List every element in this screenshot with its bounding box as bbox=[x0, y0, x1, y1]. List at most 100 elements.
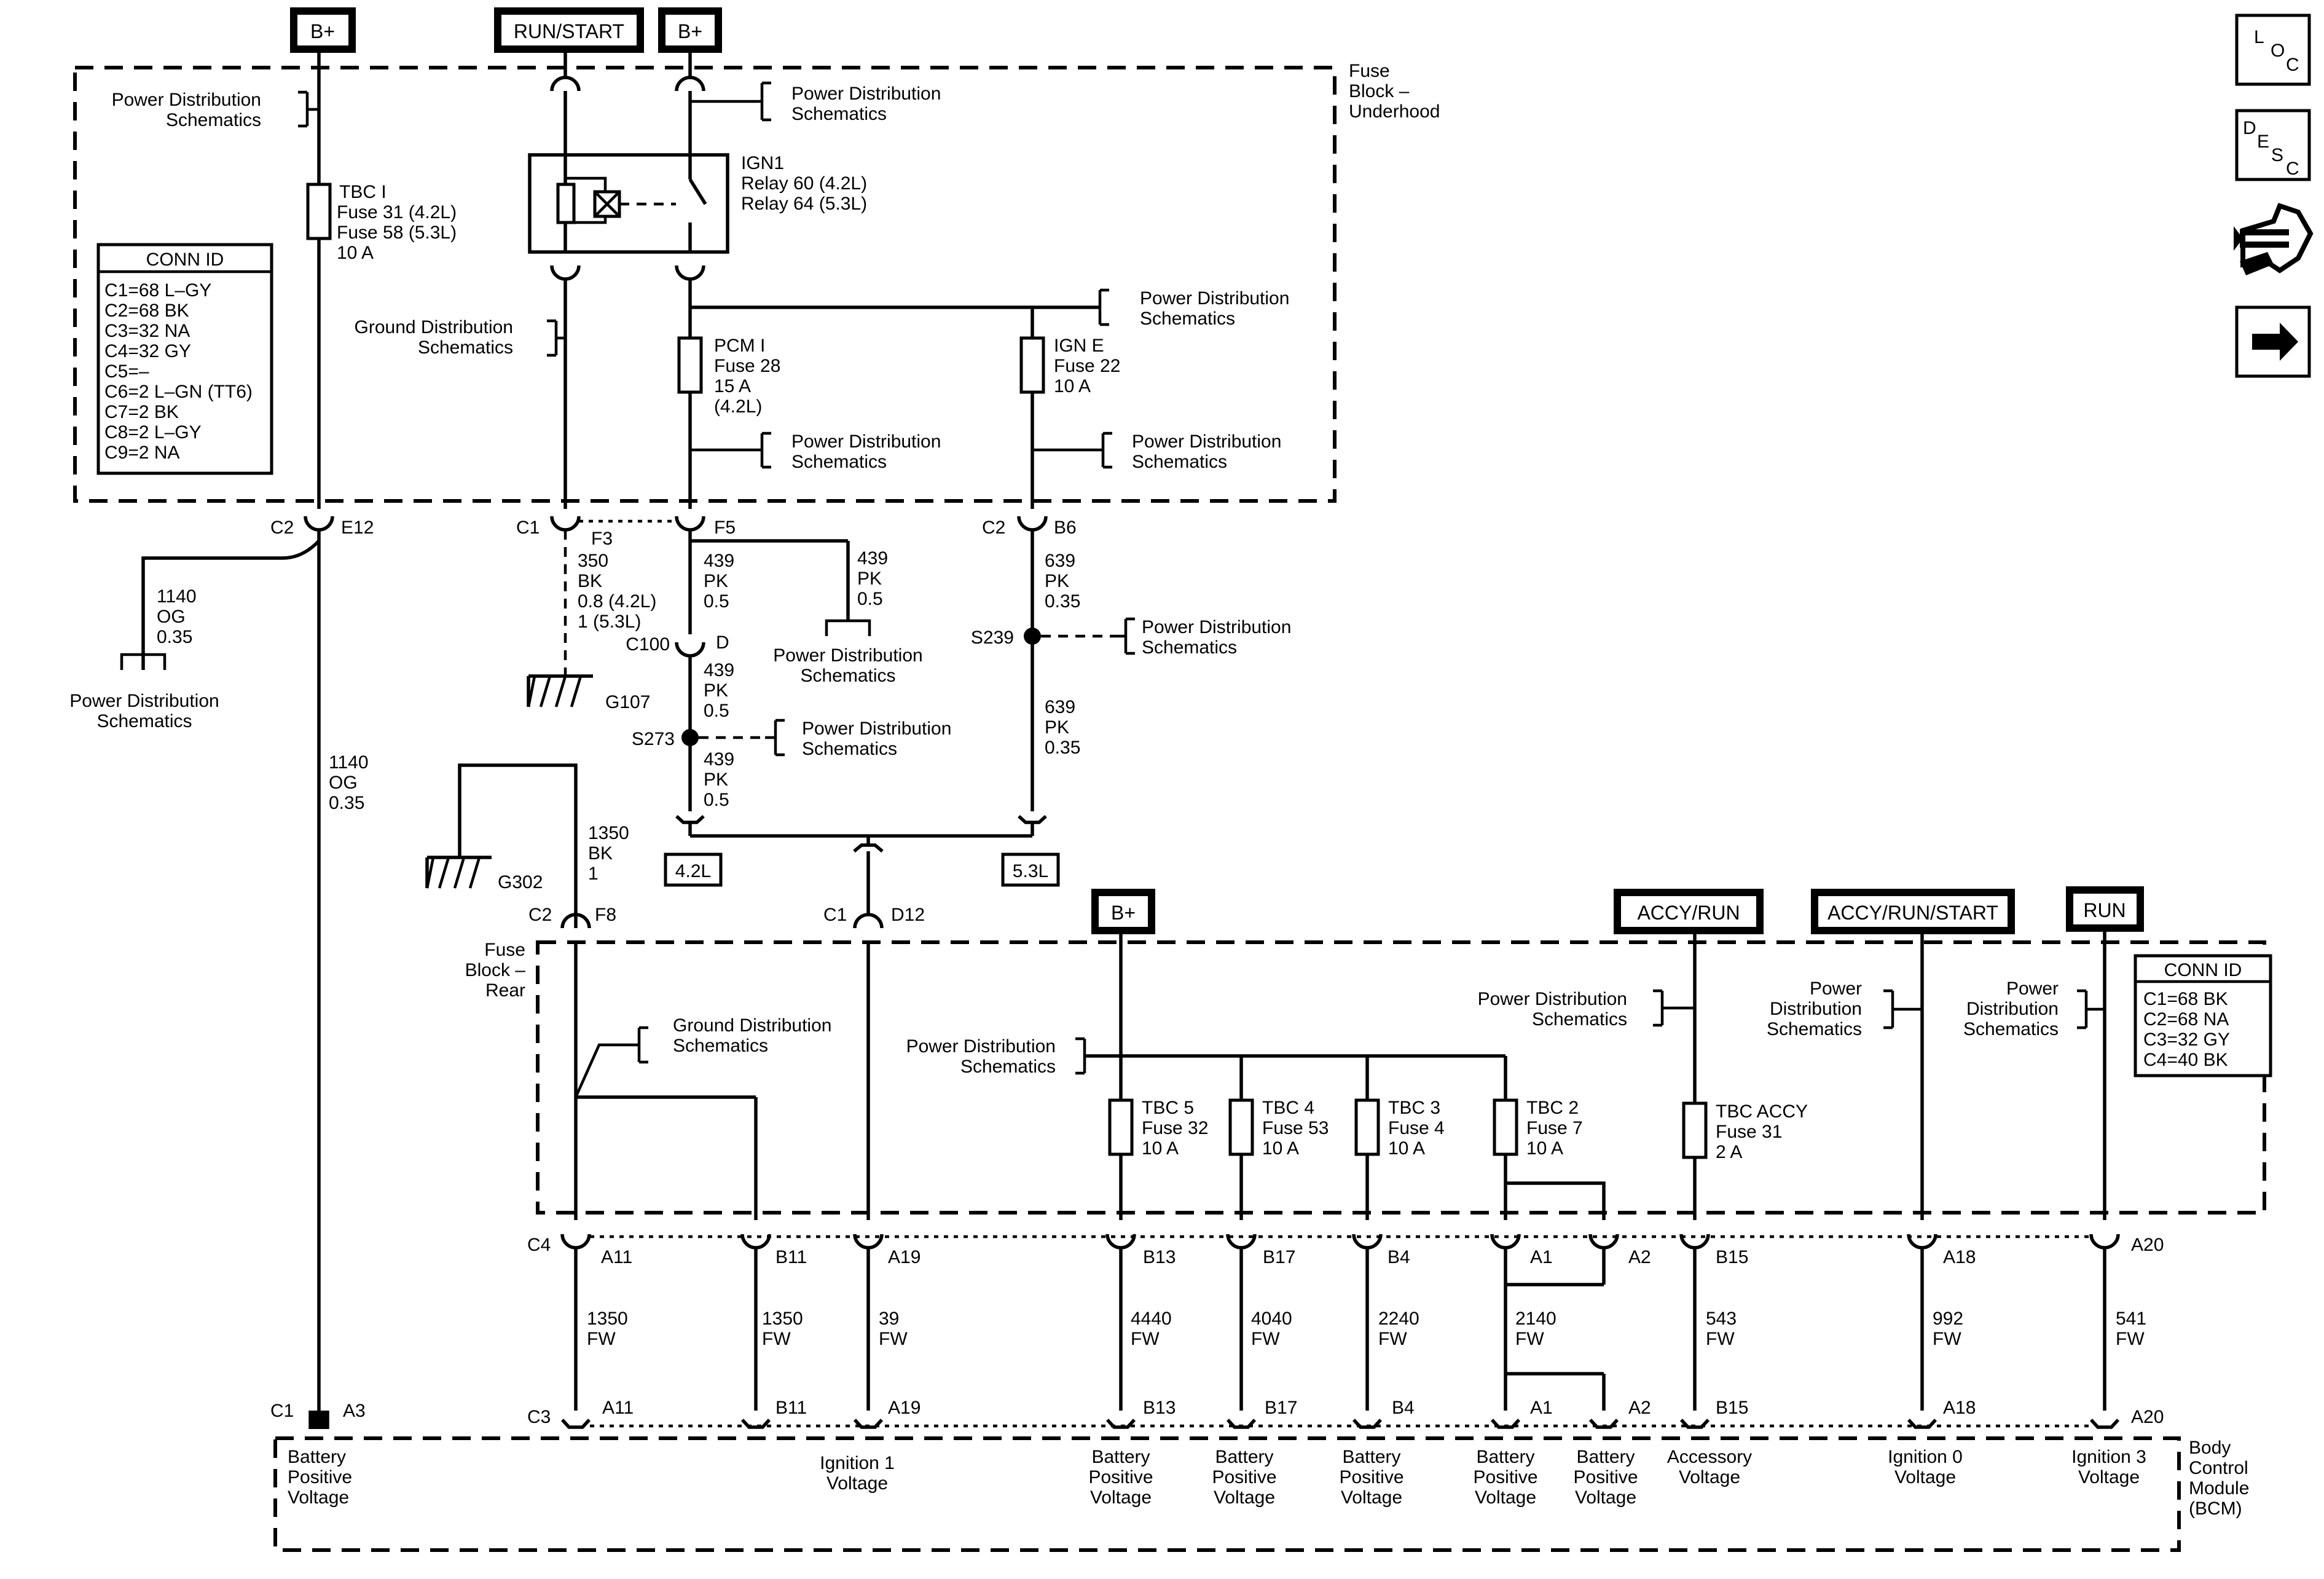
desc-button[interactable]: D E S C bbox=[2235, 109, 2311, 181]
svg-text:Accessory: Accessory bbox=[1667, 1447, 1752, 1467]
underhood-conn-id-table: CONN ID C1=68 L–GY C2=68 BK C3=32 NA C4=… bbox=[96, 243, 273, 475]
svg-text:Ignition 1: Ignition 1 bbox=[820, 1453, 895, 1473]
svg-text:CONN ID: CONN ID bbox=[2164, 960, 2242, 980]
svg-text:FW: FW bbox=[1515, 1329, 1544, 1349]
c3-connector-row bbox=[560, 1419, 2120, 1429]
ref-power-dist-439: Power Distribution Schematics bbox=[773, 645, 922, 686]
pin-a19-top: A19 bbox=[888, 1247, 921, 1267]
conn-c100-d: C100 D bbox=[626, 632, 729, 655]
svg-text:Schematics: Schematics bbox=[1132, 452, 1227, 472]
engine-4-2l-box: 4.2L bbox=[664, 853, 723, 887]
svg-text:Positive: Positive bbox=[1573, 1467, 1638, 1487]
svg-text:Fuse 31 (4.2L): Fuse 31 (4.2L) bbox=[337, 202, 457, 222]
bcm-pin-ign1: Ignition 1 Voltage bbox=[820, 1453, 895, 1494]
ref-power-dist-s273: Power Distribution Schematics bbox=[802, 719, 951, 759]
arrow-right-icon[interactable] bbox=[2235, 305, 2311, 378]
tbc3-label: TBC 3 Fuse 4 10 A bbox=[1388, 1098, 1445, 1159]
ref-power-dist-s239: Power Distribution Schematics bbox=[1142, 617, 1291, 658]
svg-text:Block –: Block – bbox=[1349, 81, 1410, 101]
svg-text:Ground Distribution: Ground Distribution bbox=[355, 317, 513, 337]
svg-text:0.35: 0.35 bbox=[1045, 738, 1080, 758]
svg-text:D: D bbox=[2243, 118, 2256, 138]
svg-text:PK: PK bbox=[704, 680, 728, 701]
tbc2-label: TBC 2 Fuse 7 10 A bbox=[1526, 1098, 1583, 1159]
svg-text:Power Distribution: Power Distribution bbox=[802, 719, 951, 739]
splice-s239: S239 bbox=[971, 628, 1014, 648]
pin-a11-bcm: A11 bbox=[602, 1398, 634, 1418]
svg-text:C100: C100 bbox=[626, 634, 670, 655]
svg-text:G302: G302 bbox=[498, 872, 543, 892]
ref-power-dist-ign3: Power Distribution Schematics bbox=[1963, 979, 2059, 1039]
svg-text:Fuse 7: Fuse 7 bbox=[1526, 1118, 1583, 1138]
svg-text:Schematics: Schematics bbox=[800, 666, 895, 686]
underhood-fuse-block-title: Fuse Block – Underhood bbox=[1349, 61, 1440, 122]
ref-power-dist-tbc: Power Distribution Schematics bbox=[906, 1036, 1056, 1077]
supply-run-start: RUN/START bbox=[494, 7, 644, 53]
bcm-pin-ign3: Ignition 3 Voltage bbox=[2071, 1447, 2146, 1487]
svg-text:Fuse 22: Fuse 22 bbox=[1054, 356, 1120, 376]
svg-text:Schematics: Schematics bbox=[802, 739, 897, 759]
svg-text:Distribution: Distribution bbox=[1966, 999, 2059, 1019]
svg-text:C2: C2 bbox=[270, 518, 294, 538]
svg-text:0.35: 0.35 bbox=[1045, 591, 1080, 612]
svg-text:C7=2 BK: C7=2 BK bbox=[104, 402, 179, 422]
svg-text:F8: F8 bbox=[595, 905, 616, 925]
svg-text:TBC 5: TBC 5 bbox=[1142, 1098, 1194, 1118]
svg-text:D: D bbox=[716, 632, 729, 653]
svg-text:F3: F3 bbox=[591, 529, 613, 549]
svg-text:0.35: 0.35 bbox=[329, 793, 364, 813]
svg-text:C1: C1 bbox=[516, 518, 540, 538]
supply-run: RUN bbox=[2066, 886, 2144, 932]
svg-text:O: O bbox=[2271, 41, 2285, 61]
pin-a20-top: A20 bbox=[2131, 1235, 2164, 1255]
svg-text:BK: BK bbox=[588, 843, 613, 864]
svg-text:FW: FW bbox=[879, 1329, 908, 1349]
svg-text:10 A: 10 A bbox=[1526, 1138, 1563, 1159]
pin-b4-top: B4 bbox=[1388, 1247, 1410, 1267]
svg-text:C1=68 L–GY: C1=68 L–GY bbox=[104, 280, 211, 301]
ign1-relay bbox=[528, 49, 771, 509]
pin-b15-top: B15 bbox=[1716, 1247, 1748, 1267]
svg-text:FW: FW bbox=[1378, 1329, 1407, 1349]
svg-text:C2: C2 bbox=[528, 905, 552, 925]
svg-text:Schematics: Schematics bbox=[96, 711, 192, 731]
svg-text:Voltage: Voltage bbox=[1679, 1467, 1740, 1487]
svg-text:4040: 4040 bbox=[1251, 1309, 1292, 1329]
svg-text:C1=68 BK: C1=68 BK bbox=[2143, 989, 2228, 1009]
svg-text:1350: 1350 bbox=[762, 1309, 803, 1329]
ref-power-dist-1: Power Distribution Schematics bbox=[112, 90, 261, 130]
svg-text:Fuse 53: Fuse 53 bbox=[1262, 1118, 1329, 1138]
bcm-pin-ign0: Ignition 0 Voltage bbox=[1888, 1447, 1963, 1487]
svg-text:FW: FW bbox=[1706, 1329, 1735, 1349]
svg-text:OG: OG bbox=[157, 607, 186, 627]
svg-text:ACCY/RUN: ACCY/RUN bbox=[1637, 902, 1740, 924]
ref-ground-dist-1: Ground Distribution Schematics bbox=[355, 317, 513, 358]
svg-text:1 (5.3L): 1 (5.3L) bbox=[578, 612, 641, 632]
ref-ground-dist-2: Ground Distribution Schematics bbox=[673, 1015, 831, 1056]
svg-text:C1: C1 bbox=[823, 905, 847, 925]
svg-text:1: 1 bbox=[588, 864, 599, 884]
svg-text:Positive: Positive bbox=[1088, 1467, 1153, 1487]
svg-text:Fuse 31: Fuse 31 bbox=[1716, 1122, 1782, 1142]
ign-e-fuse bbox=[1019, 336, 1045, 394]
connector-wrench-icon[interactable] bbox=[2234, 203, 2314, 275]
svg-text:2140: 2140 bbox=[1515, 1309, 1557, 1329]
circuit-d12 bbox=[853, 851, 884, 929]
svg-text:RUN/START: RUN/START bbox=[514, 20, 624, 42]
rear-fuse-block-outline bbox=[536, 940, 2266, 1215]
svg-text:1140: 1140 bbox=[329, 752, 369, 773]
svg-text:Distribution: Distribution bbox=[1770, 999, 1862, 1019]
svg-text:Fuse 28: Fuse 28 bbox=[714, 356, 780, 376]
pin-a2-top: A2 bbox=[1628, 1247, 1651, 1267]
svg-text:Battery: Battery bbox=[1476, 1447, 1534, 1467]
svg-text:15 A: 15 A bbox=[714, 376, 751, 396]
svg-text:439: 439 bbox=[704, 551, 734, 571]
svg-text:TBC 3: TBC 3 bbox=[1388, 1098, 1440, 1118]
svg-text:C2=68 NA: C2=68 NA bbox=[2143, 1009, 2229, 1030]
svg-text:PK: PK bbox=[1045, 571, 1069, 591]
bcm-pin-bat-pos-5: Battery Positive Voltage bbox=[1473, 1447, 1537, 1508]
svg-text:Power: Power bbox=[1810, 979, 1862, 999]
conn-c4: C4 bbox=[527, 1235, 551, 1255]
loc-button[interactable]: L O C bbox=[2235, 14, 2311, 86]
svg-text:Fuse 4: Fuse 4 bbox=[1388, 1118, 1445, 1138]
